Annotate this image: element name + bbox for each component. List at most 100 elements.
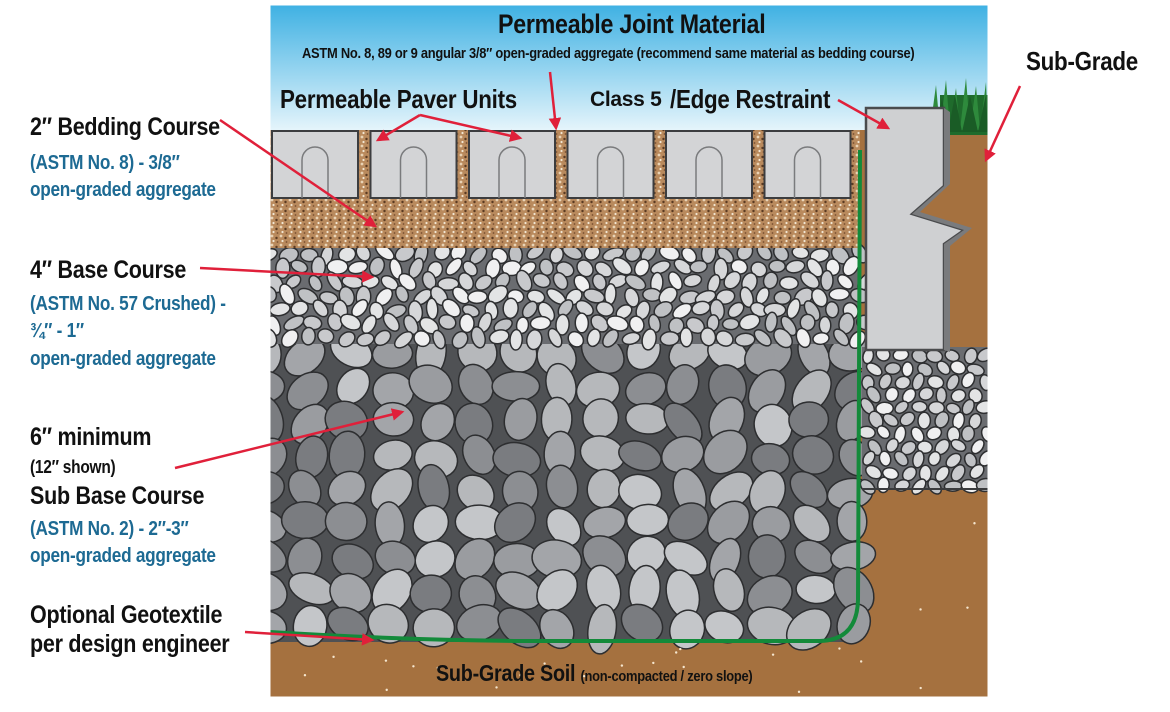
edge-stone	[884, 386, 900, 403]
soil-speck	[385, 688, 388, 692]
base-stone	[818, 315, 832, 335]
geotextile-label1: Optional Geotextile	[30, 601, 223, 629]
base-stone	[809, 248, 830, 263]
paver-drain-slot	[498, 146, 526, 198]
diagram-frame	[269, 4, 989, 698]
sub-base-stone	[461, 434, 497, 476]
sub-base-stone	[747, 369, 787, 414]
base-stone	[308, 274, 323, 292]
sub-base-stone	[414, 540, 456, 579]
soil-speck	[919, 686, 922, 690]
base-stone	[586, 328, 602, 348]
sub-base-stone	[618, 440, 662, 472]
bedding-course-spec1: (ASTM No. 8) - 3/8″	[30, 152, 180, 174]
soil-speck	[495, 686, 498, 689]
base-stone	[785, 259, 806, 274]
edge-stone	[894, 375, 912, 390]
base-stone	[525, 329, 543, 351]
base-stone	[778, 276, 799, 291]
base-stone	[338, 331, 356, 348]
edge-stone	[980, 426, 988, 443]
sub-base-stone	[270, 536, 287, 573]
sub-base-stone	[290, 403, 330, 445]
sub-base-stone	[545, 464, 579, 509]
edge-stone	[884, 361, 902, 376]
paver-drain-slot	[793, 146, 822, 198]
edge-fill-stones	[857, 346, 988, 496]
edge-stone	[927, 400, 946, 415]
edge-stone	[945, 402, 962, 415]
sub-base-stone	[270, 571, 288, 612]
edge-stone	[865, 362, 883, 377]
soil-speck	[919, 608, 922, 611]
base-stone	[458, 313, 475, 334]
sub-base-stone	[626, 535, 667, 575]
edge-stone	[946, 373, 960, 391]
soil-speck	[797, 690, 801, 694]
base-stone	[280, 329, 299, 349]
base-stone	[739, 286, 755, 309]
sub-base-stone	[503, 397, 538, 442]
edge-stone	[943, 480, 963, 492]
edge-stone	[944, 349, 960, 363]
bedding-course-title: 2″ Bedding Course	[30, 113, 220, 141]
edge-stone	[961, 398, 975, 416]
sub-base-stone	[367, 603, 410, 644]
base-stone	[773, 327, 793, 349]
sub-base-stone	[491, 370, 541, 402]
soil-speck	[332, 655, 335, 659]
joint-material-layer	[270, 130, 860, 200]
arrow-joint-material	[548, 71, 562, 131]
base-stone	[738, 313, 761, 331]
edge-stone	[970, 438, 985, 455]
base-stone	[529, 315, 552, 331]
soil-speck	[543, 662, 546, 665]
arrow-edge-restraint	[837, 98, 891, 130]
sub-base-stone	[280, 501, 330, 540]
edge-stone	[878, 373, 893, 390]
arrow-base	[199, 266, 375, 283]
soil-speck	[682, 665, 685, 669]
sub-base-stone	[792, 504, 831, 543]
base-stone	[438, 313, 457, 331]
sub-base-stone	[370, 468, 414, 513]
edge-stone	[876, 476, 890, 494]
soil-speck	[679, 647, 682, 651]
edge-stone	[975, 400, 988, 415]
base-stone	[679, 326, 694, 348]
base-course-spec3: open-graded aggregate	[30, 348, 216, 370]
sub-base-stone	[270, 508, 287, 544]
sub-base-stone	[794, 539, 835, 575]
base-stone	[650, 260, 671, 275]
base-stone	[641, 328, 657, 351]
bedding-course-spec2: open-graded aggregate	[30, 179, 216, 201]
base-stone	[811, 287, 828, 308]
soil-speck	[436, 666, 440, 670]
base-stone	[773, 290, 792, 306]
base-stone	[828, 287, 851, 301]
edge-stone	[968, 387, 983, 404]
geotextile-fabric	[270, 149, 862, 643]
base-stone	[648, 313, 662, 334]
base-stone	[432, 329, 446, 350]
base-stone	[270, 327, 278, 348]
base-stone	[452, 286, 471, 305]
class5-label: Class 5	[590, 88, 662, 111]
base-stone	[689, 259, 708, 274]
base-stone	[509, 328, 523, 351]
sub-base-stone	[536, 569, 579, 612]
base-stone	[270, 285, 278, 304]
base-stone	[270, 248, 278, 263]
base-stone	[837, 274, 854, 290]
sub-base-stone	[327, 470, 367, 507]
base-stone	[283, 315, 305, 332]
edge-stone	[917, 411, 932, 430]
sub-base-stone	[706, 500, 751, 545]
base-stone	[515, 269, 533, 292]
edge-stone	[882, 412, 899, 428]
base-stone	[699, 327, 717, 347]
geotextile-label2: per design engineer	[30, 630, 230, 658]
base-stone	[441, 298, 462, 318]
subbase-note: (12″ shown)	[30, 457, 116, 477]
